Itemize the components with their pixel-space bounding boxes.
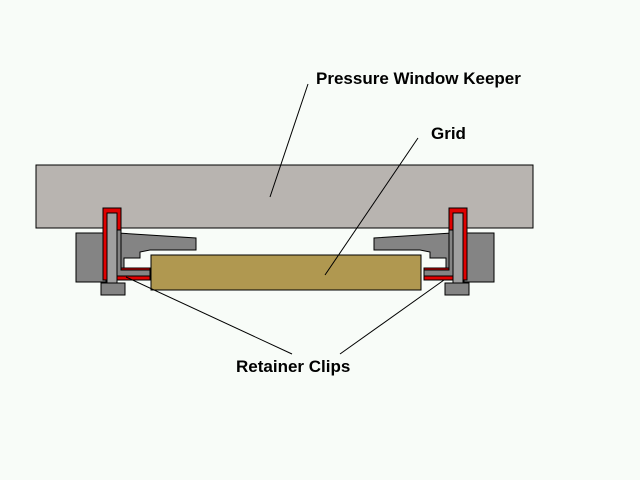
grid-plate bbox=[150, 254, 422, 291]
left-retainer-clip bbox=[75, 207, 197, 296]
clips-label: Retainer Clips bbox=[236, 357, 350, 376]
grid-leader-line bbox=[324, 137, 419, 276]
right-retainer-clip bbox=[373, 207, 495, 296]
grid-label: Grid bbox=[431, 124, 466, 143]
keeper-label: Pressure Window Keeper bbox=[316, 69, 521, 88]
keeper-leader-line bbox=[269, 83, 309, 198]
left-bolt-shaft bbox=[106, 212, 118, 284]
right-bolt-head bbox=[444, 282, 470, 296]
left-bolt-head bbox=[100, 282, 126, 296]
left-clip-body bbox=[75, 232, 107, 283]
right-bolt-inner bbox=[423, 229, 454, 277]
left-bolt-inner bbox=[116, 229, 151, 277]
right-bolt-shaft bbox=[452, 212, 464, 284]
clips-leader-line-left bbox=[125, 276, 293, 355]
clips-leader-line-right bbox=[339, 279, 445, 355]
right-clip-body bbox=[463, 232, 495, 283]
